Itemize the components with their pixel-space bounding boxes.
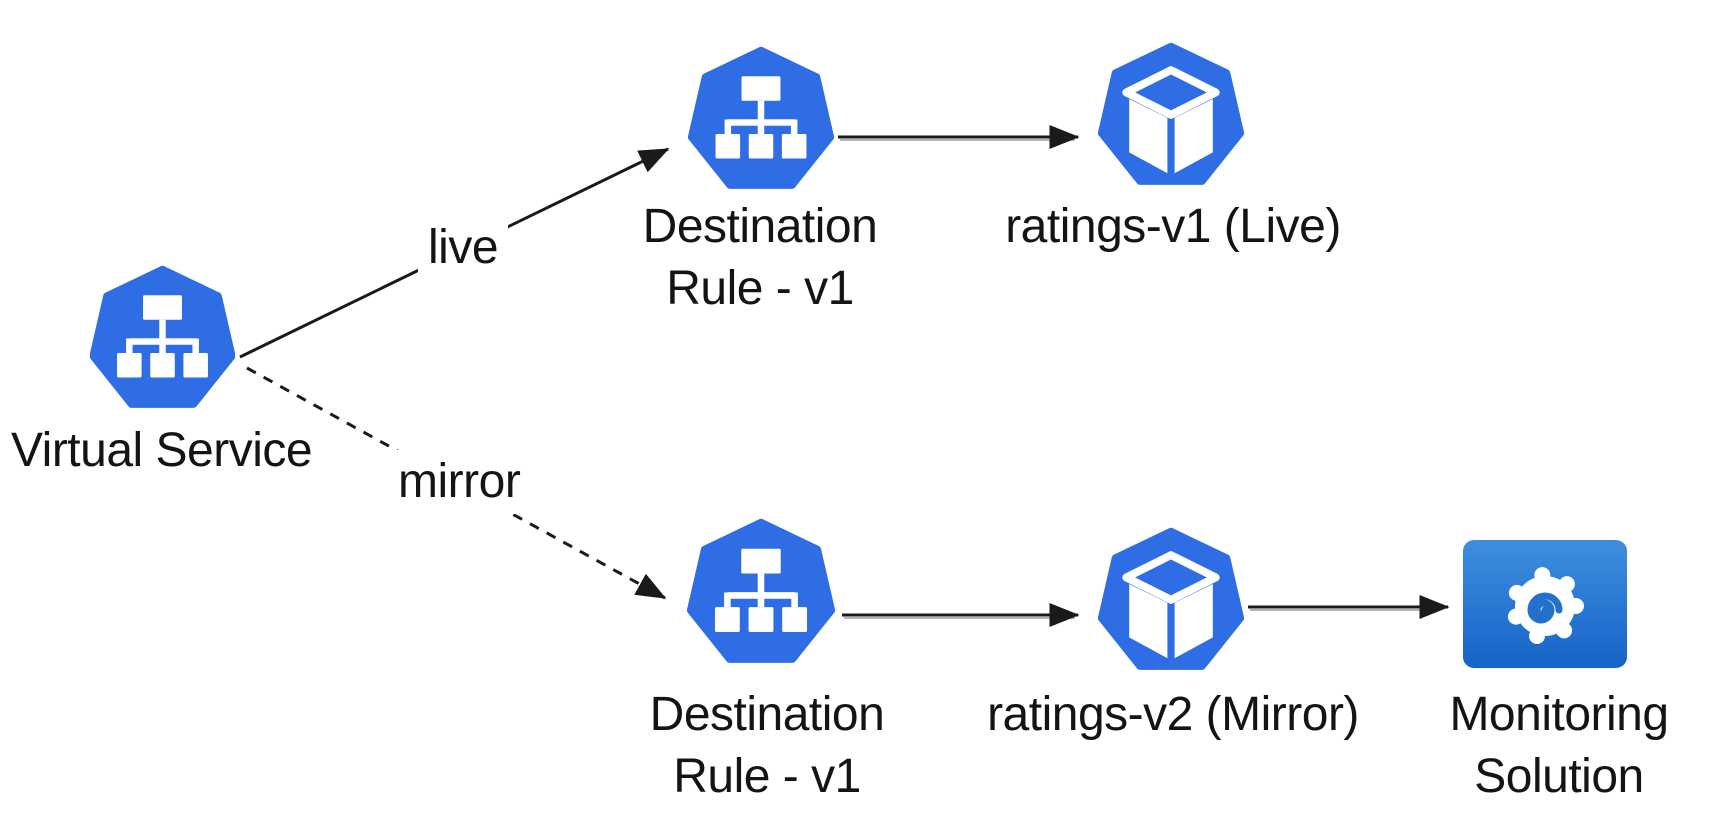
grafana-spiral-icon [1507, 567, 1584, 644]
cube-icon [1122, 66, 1220, 174]
monitoring-solution-label: Monitoring Solution [1409, 684, 1709, 808]
virtual-service-icon [90, 265, 235, 415]
monitoring-solution-icon [1463, 540, 1627, 668]
destination-rule-top-label-line1: Destination [642, 200, 878, 253]
ratings-v2-icon [1097, 527, 1245, 677]
cube-icon [1122, 551, 1220, 659]
destination-rule-top-icon [687, 46, 835, 196]
sitemap-icon [715, 76, 807, 159]
virtual-service-label: Virtual Service [11, 424, 313, 477]
monitoring-solution-label-line1: Monitoring [1449, 688, 1669, 741]
destination-rule-bottom-label-line1: Destination [649, 688, 885, 741]
destination-rule-bottom-label: Destination Rule - v1 [567, 684, 967, 808]
destination-rule-top-label-line2: Rule - v1 [666, 262, 854, 315]
destination-rule-bottom-icon [685, 518, 837, 670]
edge-mirror-line [246, 366, 667, 600]
edge-live-label: live [418, 216, 509, 280]
ratings-v1-icon [1098, 42, 1244, 192]
destination-rule-top-label: Destination Rule - v1 [560, 196, 960, 320]
sitemap-icon [714, 548, 808, 632]
destination-rule-bottom-label-line2: Rule - v1 [673, 750, 861, 803]
edge-mirror-label: mirror [388, 450, 531, 514]
ratings-v1-label: ratings-v1 (Live) [1005, 200, 1341, 253]
monitoring-solution-label-line2: Solution [1474, 750, 1644, 803]
ratings-v2-label: ratings-v2 (Mirror) [987, 688, 1359, 741]
sitemap-icon [117, 295, 208, 378]
